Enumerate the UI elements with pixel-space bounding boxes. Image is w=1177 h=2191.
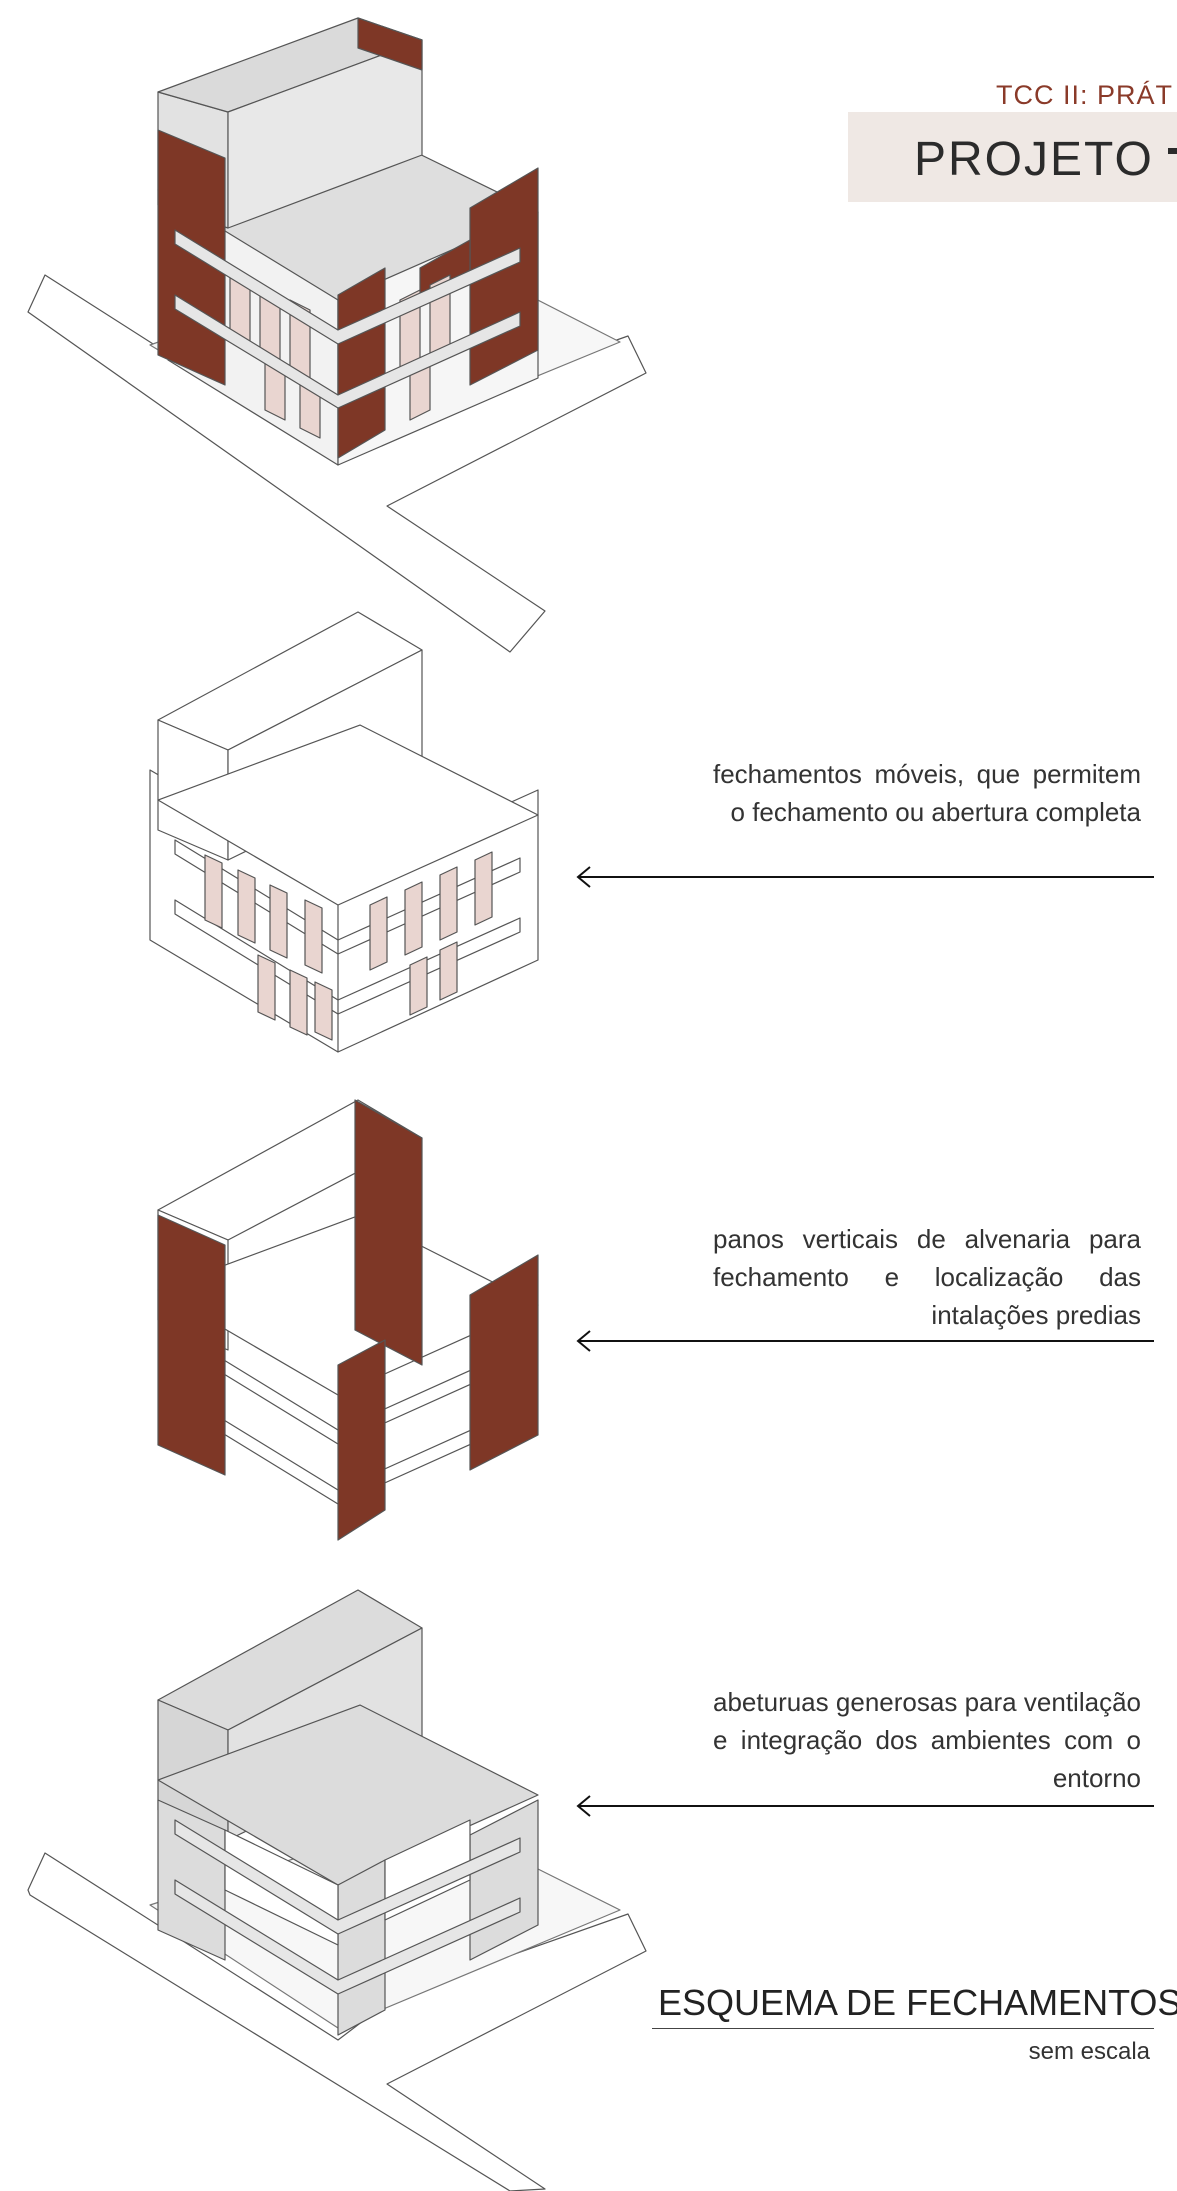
course-subtitle: TCC II: PRÁT bbox=[996, 80, 1174, 110]
left-arrow-icon bbox=[576, 866, 1154, 888]
page-title: PROJETO bbox=[914, 133, 1154, 186]
folding-panel bbox=[439, 866, 458, 941]
brick-panel bbox=[469, 1254, 539, 1471]
diagram-openings bbox=[27, 1589, 647, 2191]
brick-panel bbox=[357, 17, 423, 71]
legend-scale-note: sem escala bbox=[1028, 2038, 1150, 2065]
title-truncated-mark bbox=[1168, 148, 1177, 154]
folding-panel bbox=[474, 851, 493, 926]
folding-panel bbox=[304, 899, 323, 974]
folding-panel bbox=[369, 896, 388, 971]
annotation-movable-closures: fechamentos móveis, que permitem o fecha… bbox=[713, 759, 1141, 827]
folding-panel bbox=[289, 969, 308, 1036]
legend-divider bbox=[652, 2028, 1154, 2029]
diagram-masonry-panels bbox=[157, 1099, 539, 1541]
folding-panel bbox=[409, 956, 428, 1016]
folding-panel bbox=[439, 941, 458, 1001]
annotation-openings: abeturuas generosas para ventilação e in… bbox=[713, 1687, 1141, 1793]
diagram-complete-building bbox=[27, 17, 647, 653]
annotation-masonry-panels: panos verticais de alvenaria para fecham… bbox=[713, 1224, 1141, 1330]
folding-panel bbox=[404, 881, 423, 956]
title-banner bbox=[848, 112, 1177, 202]
brick-panel bbox=[337, 1339, 386, 1541]
folding-panel bbox=[237, 869, 256, 944]
brick-panel bbox=[337, 267, 386, 459]
brick-panel bbox=[157, 1214, 226, 1476]
diagram-movable-closures bbox=[149, 611, 539, 1053]
folding-panel bbox=[314, 981, 333, 1041]
legend-title: ESQUEMA DE FECHAMENTOS bbox=[658, 1982, 1177, 2023]
left-arrow-icon bbox=[576, 1330, 1154, 1352]
street-outline bbox=[27, 1852, 647, 2191]
folding-panel bbox=[269, 884, 288, 959]
folding-panel bbox=[257, 954, 276, 1021]
left-arrow-icon bbox=[576, 1795, 1154, 1817]
brick-panel bbox=[354, 1099, 423, 1366]
folding-panel bbox=[204, 854, 223, 929]
